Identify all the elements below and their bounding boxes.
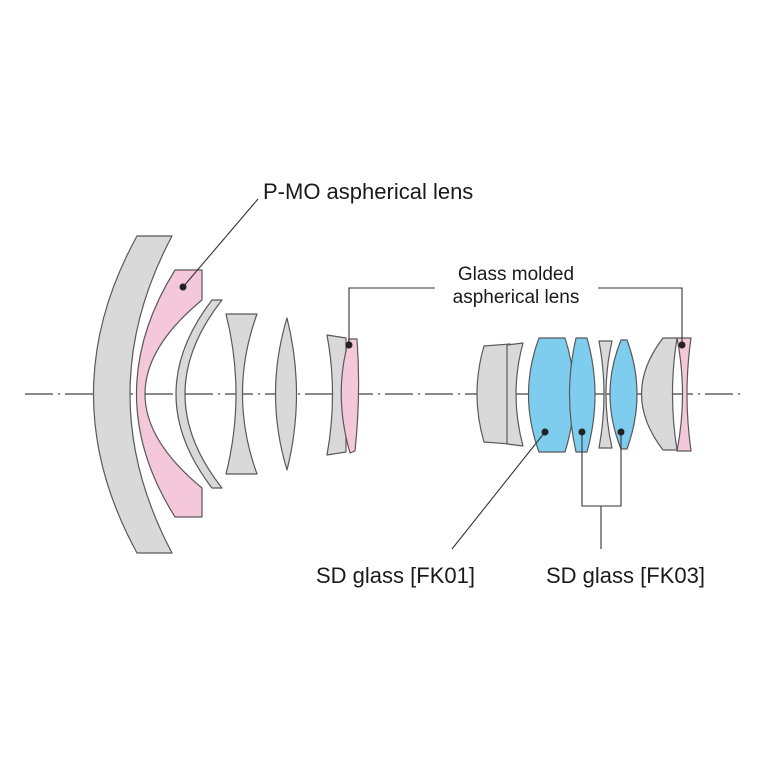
glass-molded-leader-front-dot bbox=[345, 341, 353, 349]
glass-molded-leader-rear bbox=[598, 287, 683, 345]
lens-element-7-glass-molded-aspherical bbox=[340, 338, 360, 454]
sd-fk03-leader-dot-left bbox=[578, 428, 586, 436]
glass-molded-leader-front bbox=[348, 287, 435, 345]
sd-fk03-label-prefix: SD glass bbox=[546, 563, 640, 588]
lens-element-12 bbox=[598, 340, 613, 449]
lens-element-3 bbox=[175, 299, 223, 489]
glass-molded-label-line2: aspherical lens bbox=[453, 287, 580, 308]
lens-element-2-pmo-aspherical bbox=[136, 269, 203, 518]
lens-element-1 bbox=[93, 235, 173, 554]
glass-molded-label-line1: Glass molded bbox=[458, 264, 574, 285]
sd-fk01-leader-line bbox=[451, 431, 546, 550]
sd-fk01-label-prefix: SD glass bbox=[316, 563, 410, 588]
lens-element-6 bbox=[326, 334, 347, 456]
sd-fk01-label-code: [FK01] bbox=[410, 563, 475, 588]
sd-fk03-leader-dot-right bbox=[617, 428, 625, 436]
pmo-aspherical-label: P-MO aspherical lens bbox=[263, 179, 473, 204]
pmo-leader-line bbox=[182, 198, 259, 288]
lens-element-14 bbox=[640, 337, 678, 451]
sd-fk03-label: SD glass [FK03] bbox=[546, 563, 705, 588]
lens-element-13-sd-fk03 bbox=[609, 339, 638, 450]
sd-fk03-label-code: [FK03] bbox=[640, 563, 705, 588]
lens-element-8 bbox=[476, 343, 511, 445]
lens-element-4 bbox=[225, 313, 258, 475]
lens-element-5 bbox=[274, 317, 298, 471]
lens-element-15-glass-molded-aspherical bbox=[676, 337, 692, 452]
pmo-leader-dot bbox=[179, 283, 187, 291]
lens-element-11-sd-fk03 bbox=[568, 337, 596, 453]
sd-fk01-label: SD glass [FK01] bbox=[316, 563, 475, 588]
lens-element-10-sd-fk01 bbox=[527, 337, 575, 453]
lens-element-9 bbox=[506, 342, 524, 447]
sd-fk01-leader-dot bbox=[541, 428, 549, 436]
glass-molded-leader-rear-dot bbox=[678, 341, 686, 349]
